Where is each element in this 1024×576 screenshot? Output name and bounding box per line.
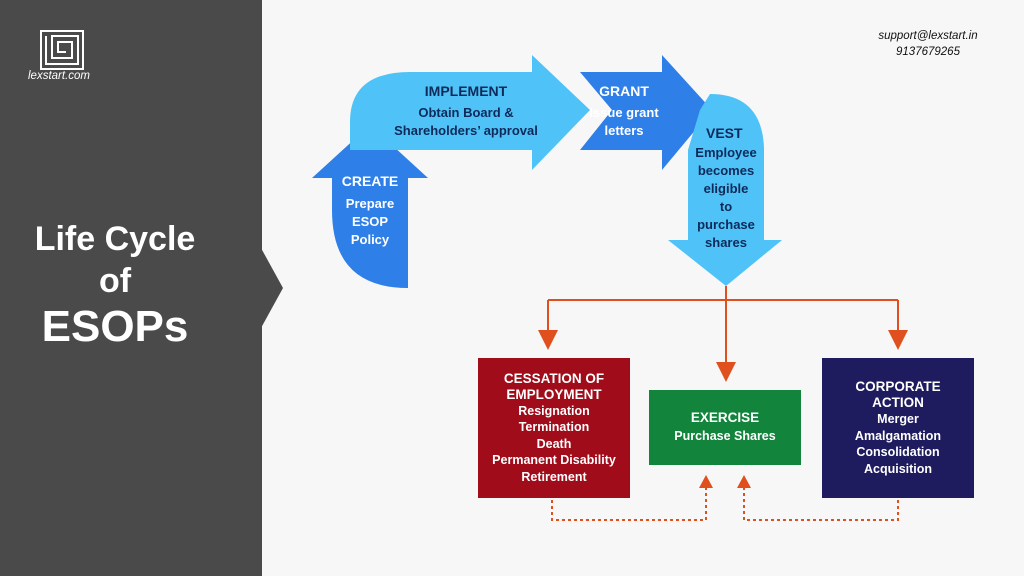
box-cessation-of-employment: CESSATION OF EMPLOYMENT Resignation Term… (478, 358, 630, 498)
exercise-heading: EXERCISE (690, 410, 760, 426)
stage-implement-heading: IMPLEMENT (424, 83, 508, 99)
cessation-heading: CESSATION OF (503, 370, 605, 386)
stage-vest-line: shares (705, 235, 747, 250)
stage-implement-line: Shareholders’ approval (394, 123, 538, 138)
panel-notch (261, 248, 283, 328)
stage-vest-line: becomes (697, 163, 755, 178)
cessation-item: Resignation (518, 403, 590, 418)
stage-create: CREATE Prepare ESOP Policy (326, 172, 414, 249)
create-arrow (312, 125, 428, 288)
exercise-item: Purchase Shares (674, 429, 776, 444)
stage-create-line: Policy (350, 232, 390, 247)
stage-implement-line: Obtain Board & (418, 105, 514, 120)
stage-vest-line: Employee (695, 145, 757, 160)
logo-text: lexstart.com (28, 70, 90, 82)
cessation-item: Termination (518, 420, 590, 435)
cessation-heading: EMPLOYMENT (506, 386, 602, 402)
cessation-item: Retirement (521, 469, 587, 484)
title-line-2: of (98, 262, 132, 300)
grant-arrow (580, 55, 712, 170)
dotted-corporate-to-exercise (743, 488, 899, 521)
cessation-item: Death (536, 436, 572, 451)
implement-arrow (350, 55, 590, 170)
title-line-1: Life Cycle (34, 220, 196, 258)
contact-phone: 9137679265 (896, 46, 960, 58)
left-panel: lexstart.com Life Cycle of ESOPs (0, 0, 262, 576)
dotted-arrowhead-left (699, 475, 713, 488)
stage-vest-line: eligible (703, 181, 749, 196)
contact-email: support@lexstart.in (878, 30, 978, 42)
cessation-item: Permanent Disability (492, 453, 616, 468)
stage-grant-line: letters (604, 123, 644, 138)
stage-create-line: Prepare (345, 196, 395, 211)
page-title: Life Cycle of ESOPs (0, 218, 230, 352)
stage-grant: GRANT Issue grant letters (578, 82, 670, 140)
lexstart-logo-icon (40, 30, 84, 70)
contact-info: support@lexstart.in 9137679265 (848, 28, 1008, 60)
stage-implement: IMPLEMENT Obtain Board & Shareholders’ a… (378, 82, 554, 140)
box-corporate-action: CORPORATE ACTION Merger Amalgamation Con… (822, 358, 974, 498)
corporate-item: Amalgamation (854, 428, 942, 443)
corporate-item: Merger (877, 412, 919, 426)
vest-arrow (668, 94, 782, 286)
stage-grant-heading: GRANT (599, 83, 649, 99)
corporate-heading: CORPORATE (855, 379, 941, 394)
stage-vest: VEST Employee becomes eligible to purcha… (686, 124, 766, 252)
title-line-3: ESOPs (41, 302, 189, 351)
dotted-arrowhead-right (737, 475, 751, 488)
stage-grant-line: Issue grant (589, 105, 659, 120)
stage-create-heading: CREATE (341, 173, 399, 189)
box-exercise: EXERCISE Purchase Shares (649, 390, 801, 465)
corporate-heading: ACTION (872, 395, 924, 410)
stage-create-line: ESOP (351, 214, 389, 229)
corporate-item: Acquisition (863, 461, 933, 476)
stage-vest-line: purchase (697, 217, 755, 232)
stage-vest-line: to (719, 199, 733, 214)
dotted-cessation-to-exercise (551, 488, 707, 521)
stage-vest-heading: VEST (706, 125, 743, 141)
corporate-item: Consolidation (856, 445, 940, 459)
